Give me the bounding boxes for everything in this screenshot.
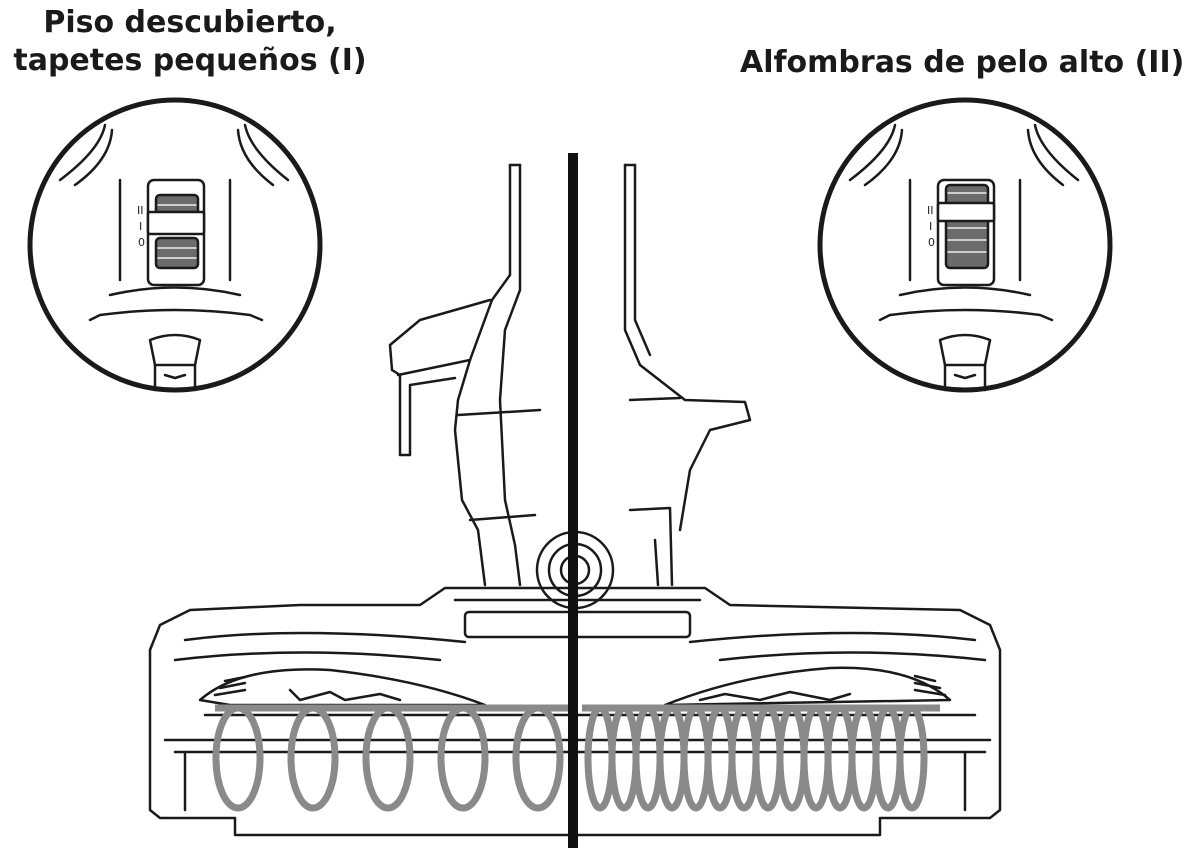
coil-tight-loop: [824, 704, 856, 812]
coil-tight-loop: [872, 704, 904, 812]
coil-tight-loop: [728, 704, 760, 812]
brushroll-coil-tight: [584, 704, 928, 812]
mode-label-bare-floor: Piso descubierto, tapetes pequeños (I): [10, 4, 370, 80]
coil-tight-loop: [776, 704, 808, 812]
coil-wide-loop: [287, 704, 339, 812]
switch-tick-right-0: 0: [928, 236, 935, 249]
mode-label-bare-floor-line2: tapetes pequeños (I): [13, 43, 367, 78]
switch-tick-left-II: II: [137, 204, 144, 217]
switch-tick-right-I: I: [929, 220, 932, 233]
mode-label-bare-floor-line1: Piso descubierto,: [43, 5, 337, 40]
coil-tight-loop: [752, 704, 784, 812]
coil-tight-loop: [680, 704, 712, 812]
switch-tick-left-0: 0: [138, 236, 145, 249]
coil-tight-loop: [656, 704, 688, 812]
switch-tick-right-II: II: [927, 204, 934, 217]
coil-tight-loop: [632, 704, 664, 812]
coil-tight-loop: [704, 704, 736, 812]
coil-tight-loop: [584, 704, 616, 812]
brushroll-coil-wide: [212, 704, 564, 812]
switch-inset-high-pile: [817, 97, 1113, 393]
coil-tight-loop: [608, 704, 640, 812]
coil-wide-loop: [437, 704, 489, 812]
mode-label-high-pile-carpet: Alfombras de pelo alto (II): [740, 45, 1185, 80]
center-divider: [568, 153, 578, 848]
switch-tick-left-I: I: [139, 220, 142, 233]
coil-wide-loop: [512, 704, 564, 812]
coil-tight-loop: [896, 704, 928, 812]
switch-inset-bare-floor: [27, 97, 323, 393]
switch-knob-right: [944, 183, 990, 270]
coil-tight-loop: [800, 704, 832, 812]
coil-tight-loop: [848, 704, 880, 812]
coil-wide-loop: [362, 704, 414, 812]
coil-wide-loop: [212, 704, 264, 812]
